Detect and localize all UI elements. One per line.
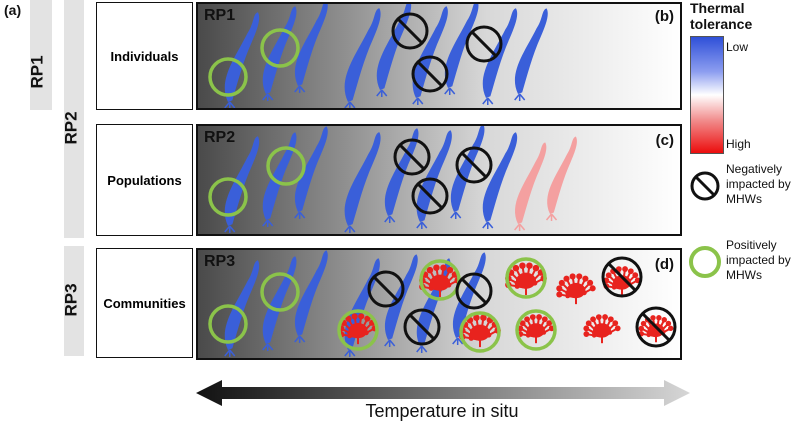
legend-positive-line1: Positively — [726, 238, 777, 252]
kelp-icon — [376, 4, 412, 97]
kelp-icon — [224, 136, 260, 233]
negative-impact-icon — [635, 306, 677, 348]
positive-impact-icon — [337, 309, 379, 351]
positive-impact-legend-icon — [689, 246, 721, 278]
negative-impact-icon — [367, 270, 405, 308]
rp3-tab — [64, 246, 84, 356]
kelp-icon — [514, 8, 548, 101]
panel-rp3: RP3 (d) — [196, 248, 682, 360]
kelp-icon — [224, 260, 260, 357]
legend-negative-line2: impacted by — [726, 177, 791, 191]
positive-impact-icon — [459, 311, 501, 353]
legend-positive-line3: MHWs — [726, 268, 762, 282]
legend-positive-text: Positively impacted by MHWs — [726, 238, 791, 283]
kelp-icon — [262, 132, 297, 227]
temperature-axis-label: Temperature in situ — [365, 401, 519, 421]
panel-title: RP2 — [204, 129, 236, 146]
positive-impact-icon — [208, 177, 248, 217]
kelp-icon — [545, 136, 577, 221]
rp2-level-label: RP2 — [61, 111, 81, 145]
kelp-icon — [344, 132, 381, 233]
coralline-alga-icon — [459, 314, 501, 348]
negative-impact-icon — [393, 138, 431, 176]
legend-negative-line1: Negatively — [726, 162, 783, 176]
negative-impact-icon — [465, 25, 503, 63]
positive-impact-icon — [266, 146, 306, 186]
panel-rp1-illustration — [208, 4, 548, 108]
kelp-icon — [514, 142, 547, 231]
kelp-icon — [294, 250, 328, 343]
coralline-alga-icon — [419, 264, 461, 298]
kelp-icon — [444, 4, 479, 95]
figure-label: (a) — [4, 2, 22, 18]
kelp-icon — [294, 4, 328, 93]
kelp-icon — [224, 12, 260, 108]
positive-impact-icon — [260, 272, 300, 312]
positive-impact-icon — [208, 304, 248, 344]
coralline-alga-icon — [556, 273, 596, 305]
negative-impact-icon — [391, 12, 429, 50]
legend-negative-text: Negatively impacted by MHWs — [726, 162, 791, 207]
rp2-tab — [64, 0, 84, 238]
panel-letter: (c) — [655, 132, 674, 149]
negative-impact-icon — [411, 55, 449, 93]
legend-thermal-title: Thermal tolerance — [690, 0, 752, 32]
kelp-icon — [482, 8, 518, 105]
kelp-icon — [384, 254, 418, 347]
panel-title: RP1 — [204, 7, 236, 24]
legend-thermal-title-line1: Thermal — [690, 0, 745, 16]
panel-rp1: RP1 (b) — [196, 2, 682, 110]
negative-impact-icon — [403, 308, 441, 346]
kelp-icon — [262, 256, 297, 351]
legend-thermal-title-line2: tolerance — [690, 16, 753, 32]
scale-communities: Communities — [96, 248, 193, 358]
legend-low-label: Low — [726, 40, 749, 54]
panel-rp2-illustration — [208, 126, 577, 233]
negative-impact-icon — [455, 146, 493, 184]
kelp-icon — [416, 130, 452, 229]
negative-impact-icon — [411, 177, 449, 215]
kelp-icon — [262, 6, 297, 101]
positive-impact-icon — [505, 257, 547, 299]
kelp-icon — [294, 126, 328, 219]
kelp-icon — [412, 6, 448, 105]
positive-impact-icon — [208, 57, 248, 97]
rp3-level-label: RP3 — [61, 283, 81, 317]
positive-impact-icon — [419, 259, 461, 301]
legend-high-label: High — [726, 137, 751, 151]
rp1-tab — [30, 0, 52, 110]
negative-impact-legend-icon — [690, 171, 720, 201]
panel-letter: (b) — [654, 8, 674, 25]
legend-negative-line3: MHWs — [726, 192, 762, 206]
coralline-alga-icon — [583, 314, 621, 344]
panel-rp2: RP2 (c) — [196, 124, 682, 236]
panel-rp3-illustration — [208, 250, 677, 357]
panel-letter: (d) — [654, 256, 674, 273]
rp1-level-label: RP1 — [27, 55, 47, 89]
scale-individuals: Individuals — [96, 2, 193, 110]
kelp-icon — [482, 132, 518, 229]
negative-impact-icon — [601, 256, 643, 298]
positive-impact-icon — [260, 28, 300, 68]
scale-populations: Populations — [96, 124, 193, 236]
kelp-icon — [344, 8, 381, 108]
legend-positive-line2: impacted by — [726, 253, 791, 267]
thermal-tolerance-gradient-bar — [690, 36, 724, 154]
negative-impact-icon — [455, 272, 493, 310]
panel-title: RP3 — [204, 253, 236, 270]
positive-impact-icon — [515, 309, 557, 351]
